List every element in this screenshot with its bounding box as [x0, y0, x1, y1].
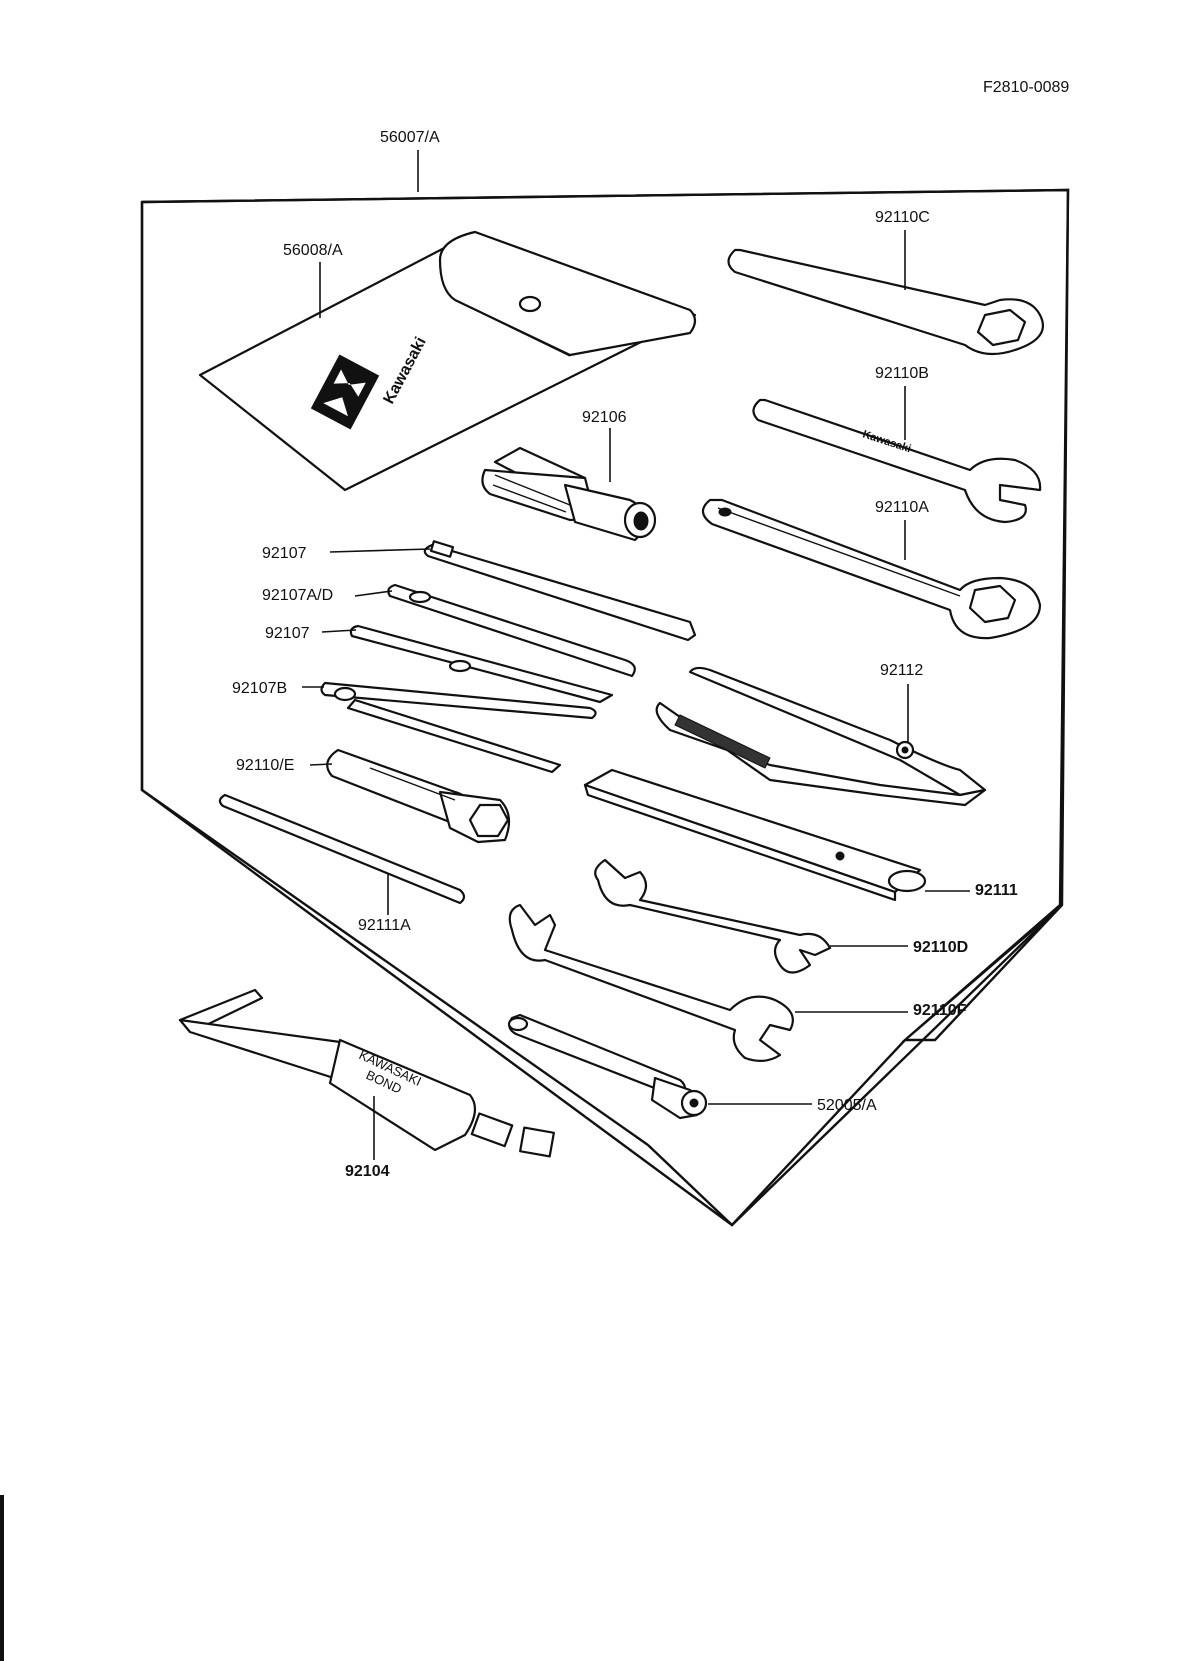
open-wrench-92110f: [508, 903, 794, 1062]
label-92111: 92111: [975, 882, 1018, 899]
label-92107b: 92107B: [232, 680, 287, 697]
spanner-92110c: [727, 248, 1045, 356]
screwdriver-92107b: [320, 681, 597, 774]
pin-spanner-52005a: [507, 1013, 708, 1120]
screwdriver-92107-phillips: [349, 624, 614, 704]
label-92110b: 92110B: [875, 365, 929, 382]
label-92107-top: 92107: [262, 545, 307, 562]
pliers-92112: [655, 666, 987, 807]
box-wrench-92110e: [326, 748, 511, 844]
label-92110a: 92110A: [875, 499, 929, 516]
handle-bar-92111: [583, 768, 927, 902]
label-92106: 92106: [582, 409, 627, 426]
bond-tube-92104: KAWASAKI BOND: [178, 988, 555, 1158]
kawasaki-logo-icon: [310, 354, 380, 430]
label-92112: 92112: [880, 662, 923, 679]
label-92104: 92104: [345, 1163, 390, 1180]
label-92111a: 92111A: [358, 917, 411, 934]
label-92107: 92107: [265, 625, 310, 642]
screwdriver-92107-flat: [423, 540, 697, 642]
scan-edge-mark: [0, 1495, 4, 1661]
socket-tool-92106: [481, 446, 657, 542]
label-56008: 56008/A: [283, 242, 343, 259]
assembly-part-number: 56007/A: [380, 129, 440, 146]
reference-code: F2810-0089: [983, 79, 1069, 96]
label-92110c: 92110C: [875, 209, 930, 226]
spanner-92110a: [701, 498, 1042, 640]
label-52005a: 52005/A: [817, 1097, 877, 1114]
kit-boundary: [140, 188, 1070, 1227]
tommy-bar-92111a: [218, 793, 466, 905]
label-92110f: 92110F: [913, 1002, 967, 1019]
tool-pouch: Kawasaki: [198, 230, 697, 492]
label-92110d: 92110D: [913, 939, 968, 956]
screwdriver-92107ad: [387, 583, 636, 678]
label-92110e: 92110/E: [236, 757, 294, 774]
label-92107ad: 92107A/D: [262, 587, 333, 604]
open-wrench-92110d: [594, 858, 832, 974]
